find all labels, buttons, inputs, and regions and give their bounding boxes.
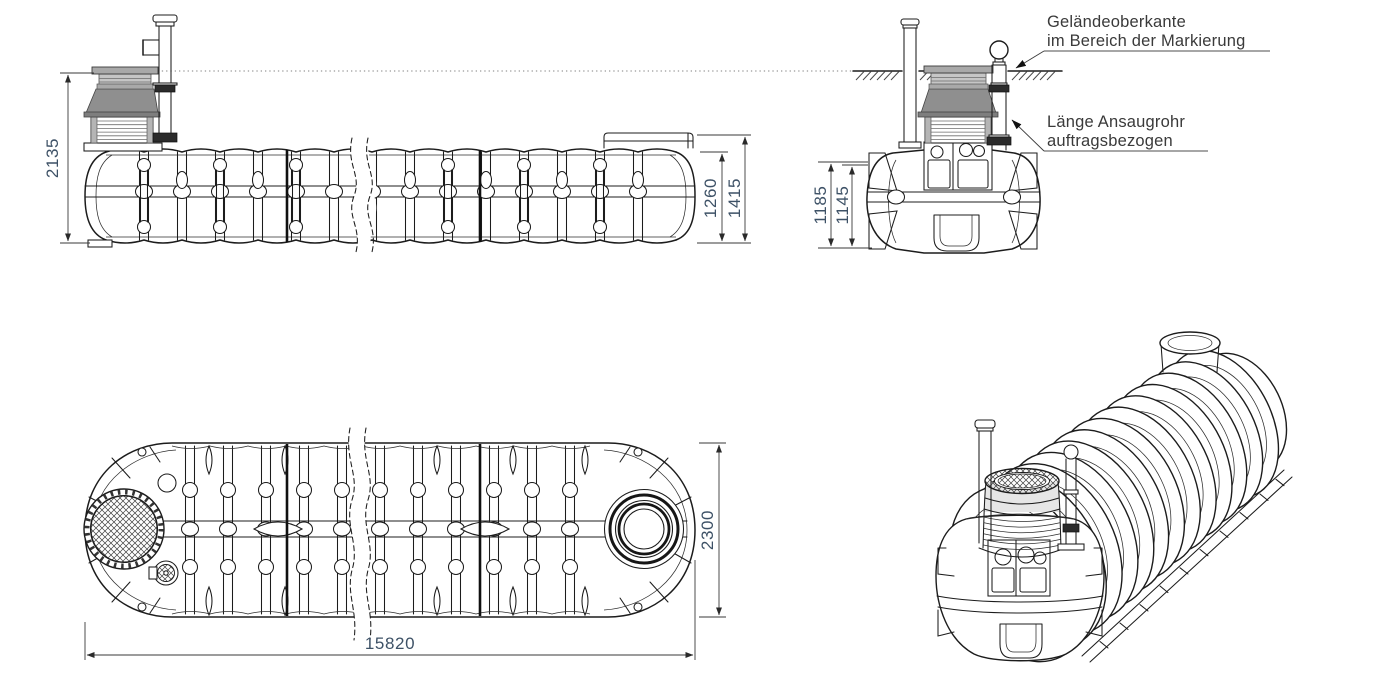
iso-dome-shaft [978,467,1066,558]
dimension-1260: 1260 [700,151,728,242]
dimension-label-15820: 15820 [365,634,415,653]
vent-cap [974,419,996,429]
ground-label-line1: Geländeoberkante [1047,13,1186,31]
vent-pipe-side [142,14,178,143]
iso-suction-pipe [1057,444,1085,551]
leader-arrow [1015,50,1045,69]
dimension-1145: 1145 [833,164,868,247]
end-section-view: 1185 1145 Geländeoberkante im Bereich de… [811,13,1270,254]
iso-vent-pipe [974,419,996,544]
end-cap-spokes-right [619,446,692,614]
break-lines-side [350,137,377,253]
rear-manhole [1159,331,1221,373]
band-bulges-side [134,183,648,200]
break-lines-plan [348,427,372,641]
dimension-2300: 2300 [698,442,726,618]
ground-level-label: Geländeoberkante im Bereich der Markieru… [1015,13,1270,69]
dimension-2135: 2135 [43,72,94,244]
dimension-15820: 15820 [84,560,696,660]
band-lens [252,521,304,537]
suction-pipe-label: Länge Ansaugrohr auftragsbezogen [1011,113,1208,152]
suction-label-line2: auftragsbezogen [1047,132,1173,150]
tank-foot [87,239,113,248]
side-bracket [868,152,898,192]
top-scallop-plan [171,445,591,449]
bottom-scallop-edge [105,239,677,244]
vent-cap [900,18,920,26]
pipe-coupling [154,84,176,93]
iso-front-face [935,513,1105,662]
top-scallop-edge [105,148,677,153]
pipe-coupling [988,84,1010,93]
manhole-plan [603,488,685,570]
dimension-label-1415: 1415 [725,178,744,218]
leader-arrow [1011,119,1045,152]
dimension-label-1185: 1185 [811,186,830,225]
dome-lid [91,66,159,75]
suction-ball-valve [989,40,1009,60]
pipe-connection-plan [148,560,179,586]
vent-pipe-end [898,18,922,149]
dome-shaft-side [83,66,163,152]
right-collar [603,132,694,149]
small-port-plan [157,473,177,493]
tank-cross-section [866,141,1041,254]
ground-line [852,70,1063,81]
dome-shaft-end [917,65,999,144]
vent-cap [152,14,178,23]
side-bracket [1008,152,1038,192]
dimension-label-2300: 2300 [698,510,717,550]
inlet-port [972,144,986,158]
ground-label-line2: im Bereich der Markierung [1047,32,1246,50]
band-bulges-plan [180,521,580,537]
dimension-label-1260: 1260 [701,178,720,218]
pipe-coupling [1062,523,1080,533]
dimension-label-1145: 1145 [833,186,852,225]
suction-pipe [986,40,1012,151]
tank-body-side [84,132,696,248]
dimension-label-2135: 2135 [43,138,62,178]
dome-lid [923,65,994,74]
isometric-view [935,331,1293,663]
dimension-1415: 1415 [697,134,751,244]
dome-circle-plan [83,488,165,570]
inlet-port [958,142,974,158]
dimension-1185: 1185 [811,161,872,249]
suction-ball-valve [1063,444,1079,460]
bottom-recess [933,214,980,252]
band-lens [459,521,511,537]
dome-flare [85,88,159,114]
bottom-scallop-plan [171,611,591,615]
iso-brackets [937,547,1103,637]
inlet-port [930,145,944,159]
side-bracket [1008,210,1038,250]
pipe-coupling [152,132,178,143]
suction-label-line1: Länge Ansaugrohr [1047,113,1185,131]
support-rail [1081,469,1293,663]
tank-outline-plan [84,442,696,618]
iso-bottom-recess [999,623,1043,659]
vent-elbow [142,39,160,56]
side-elevation-view: 2135 1260 1415 [43,14,855,253]
pipe-coupling [986,136,1012,146]
mid-band-plan [92,520,688,538]
plan-view: 2300 15820 [83,427,726,660]
tank-outline-end [866,149,1041,254]
